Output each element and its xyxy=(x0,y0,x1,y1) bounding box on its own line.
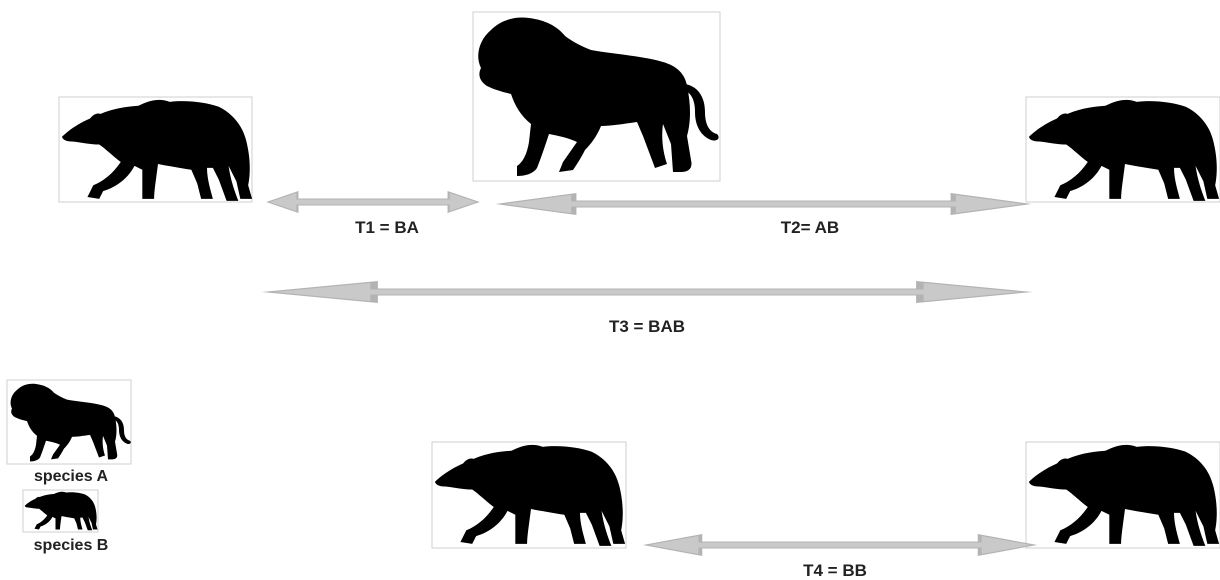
arrow-t3 xyxy=(268,282,1026,302)
legend-label-species-b: species B xyxy=(34,537,109,554)
legend-label-species-a: species A xyxy=(34,468,109,485)
interval-label-t1: T1 = BA xyxy=(355,218,419,237)
arrow-t2 xyxy=(500,194,1027,214)
lion-center-top xyxy=(472,11,721,182)
arrow-t1 xyxy=(266,190,480,214)
interval-label-t3: T3 = BAB xyxy=(609,317,685,336)
interval-label-t4: T4 = BB xyxy=(803,561,867,580)
hyena-left-bottom xyxy=(431,441,627,549)
legend-species-b: species B xyxy=(22,489,109,554)
hyena-right-bottom xyxy=(1025,441,1220,549)
hyena-right-top xyxy=(1025,96,1220,203)
interval-label-t2: T2= AB xyxy=(781,218,839,237)
legend: species A species B xyxy=(6,379,132,554)
arrow-t4 xyxy=(644,533,1036,557)
hyena-left-top xyxy=(58,96,253,203)
legend-species-a: species A xyxy=(6,379,132,485)
